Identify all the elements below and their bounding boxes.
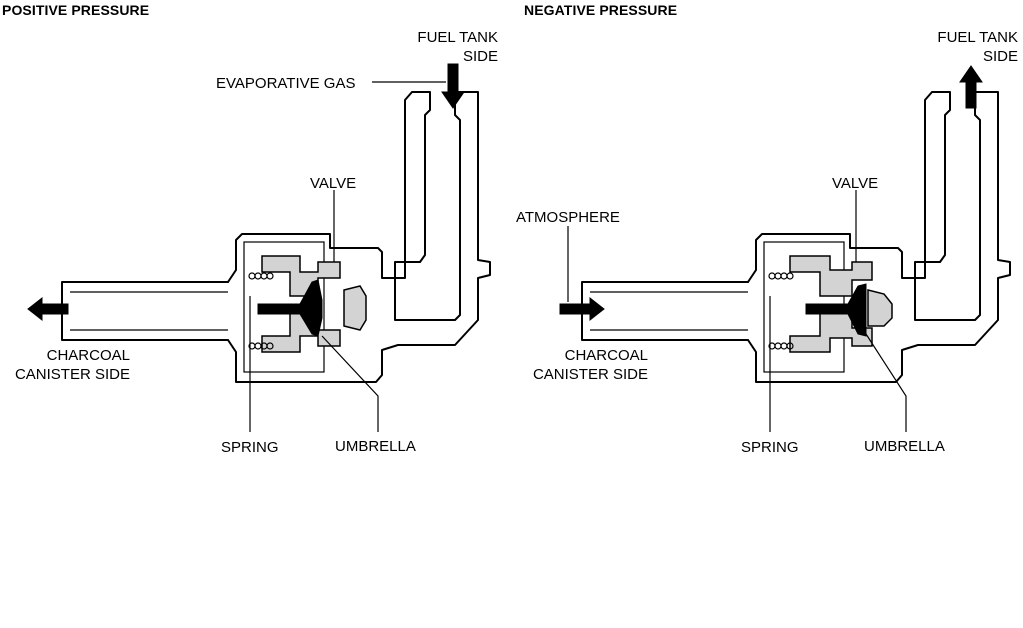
flow-arrow-in-fuel-tank — [441, 63, 465, 109]
fuel-tank-side-label-right: FUEL TANK SIDE — [922, 28, 1018, 66]
valve-upper-left — [261, 255, 341, 297]
fuel-tank-line1-right: FUEL TANK — [937, 29, 1018, 46]
valve-upper-right — [789, 255, 873, 297]
umbrella-label-right: UMBRELLA — [864, 438, 945, 455]
charcoal-line1-left: CHARCOAL — [46, 347, 130, 364]
canister-pipe-inner-right — [590, 291, 748, 331]
valve-housing-left — [243, 241, 325, 373]
positive-pressure-title: POSITIVE PRESSURE — [2, 2, 150, 18]
umbrella-right — [805, 283, 867, 337]
flow-arrow-in-atmosphere — [559, 296, 605, 322]
spring-label-left: SPRING — [221, 439, 279, 456]
charcoal-line1-right: CHARCOAL — [564, 347, 648, 364]
atmosphere-label: ATMOSPHERE — [516, 209, 620, 226]
fuel-tank-side-label-left: FUEL TANK SIDE — [402, 28, 498, 66]
flow-arrow-out-fuel-tank — [959, 65, 983, 109]
charcoal-line2-right: CANISTER SIDE — [532, 366, 648, 383]
valve-lower-left — [261, 311, 341, 353]
negative-pressure-valve-assembly — [559, 65, 1011, 432]
charcoal-line2-left: CANISTER SIDE — [14, 366, 130, 383]
valve-body-outline-left — [227, 91, 491, 383]
umbrella-label-left: UMBRELLA — [335, 438, 416, 455]
valve-body-outline-right — [747, 91, 1011, 383]
negative-pressure-title: NEGATIVE PRESSURE — [524, 2, 678, 18]
charcoal-canister-side-label-right: CHARCOAL CANISTER SIDE — [520, 346, 648, 384]
valve-label-left: VALVE — [310, 175, 357, 192]
valve-seat-left — [343, 285, 367, 331]
valve-label-right: VALVE — [832, 175, 879, 192]
canister-pipe-right — [581, 281, 749, 341]
valve-seat-right — [867, 289, 893, 327]
fuel-tank-line2-left: SIDE — [462, 48, 498, 65]
spring-coils-right — [768, 272, 794, 350]
positive-pressure-valve-assembly — [27, 63, 491, 432]
spring-coils-left — [248, 272, 274, 350]
fuel-tank-line1-left: FUEL TANK — [417, 29, 498, 46]
leader-umbrella-left — [321, 335, 379, 432]
umbrella-left — [257, 279, 323, 337]
canister-pipe-left — [61, 281, 229, 341]
flow-arrow-out-left — [27, 296, 69, 322]
spring-label-right: SPRING — [741, 439, 799, 456]
fuel-tank-line2-right: SIDE — [982, 48, 1018, 65]
canister-pipe-inner-left — [70, 291, 228, 331]
evaporative-gas-label: EVAPORATIVE GAS — [216, 75, 356, 92]
charcoal-canister-side-label-left: CHARCOAL CANISTER SIDE — [2, 346, 130, 384]
leader-umbrella-right — [865, 333, 907, 432]
